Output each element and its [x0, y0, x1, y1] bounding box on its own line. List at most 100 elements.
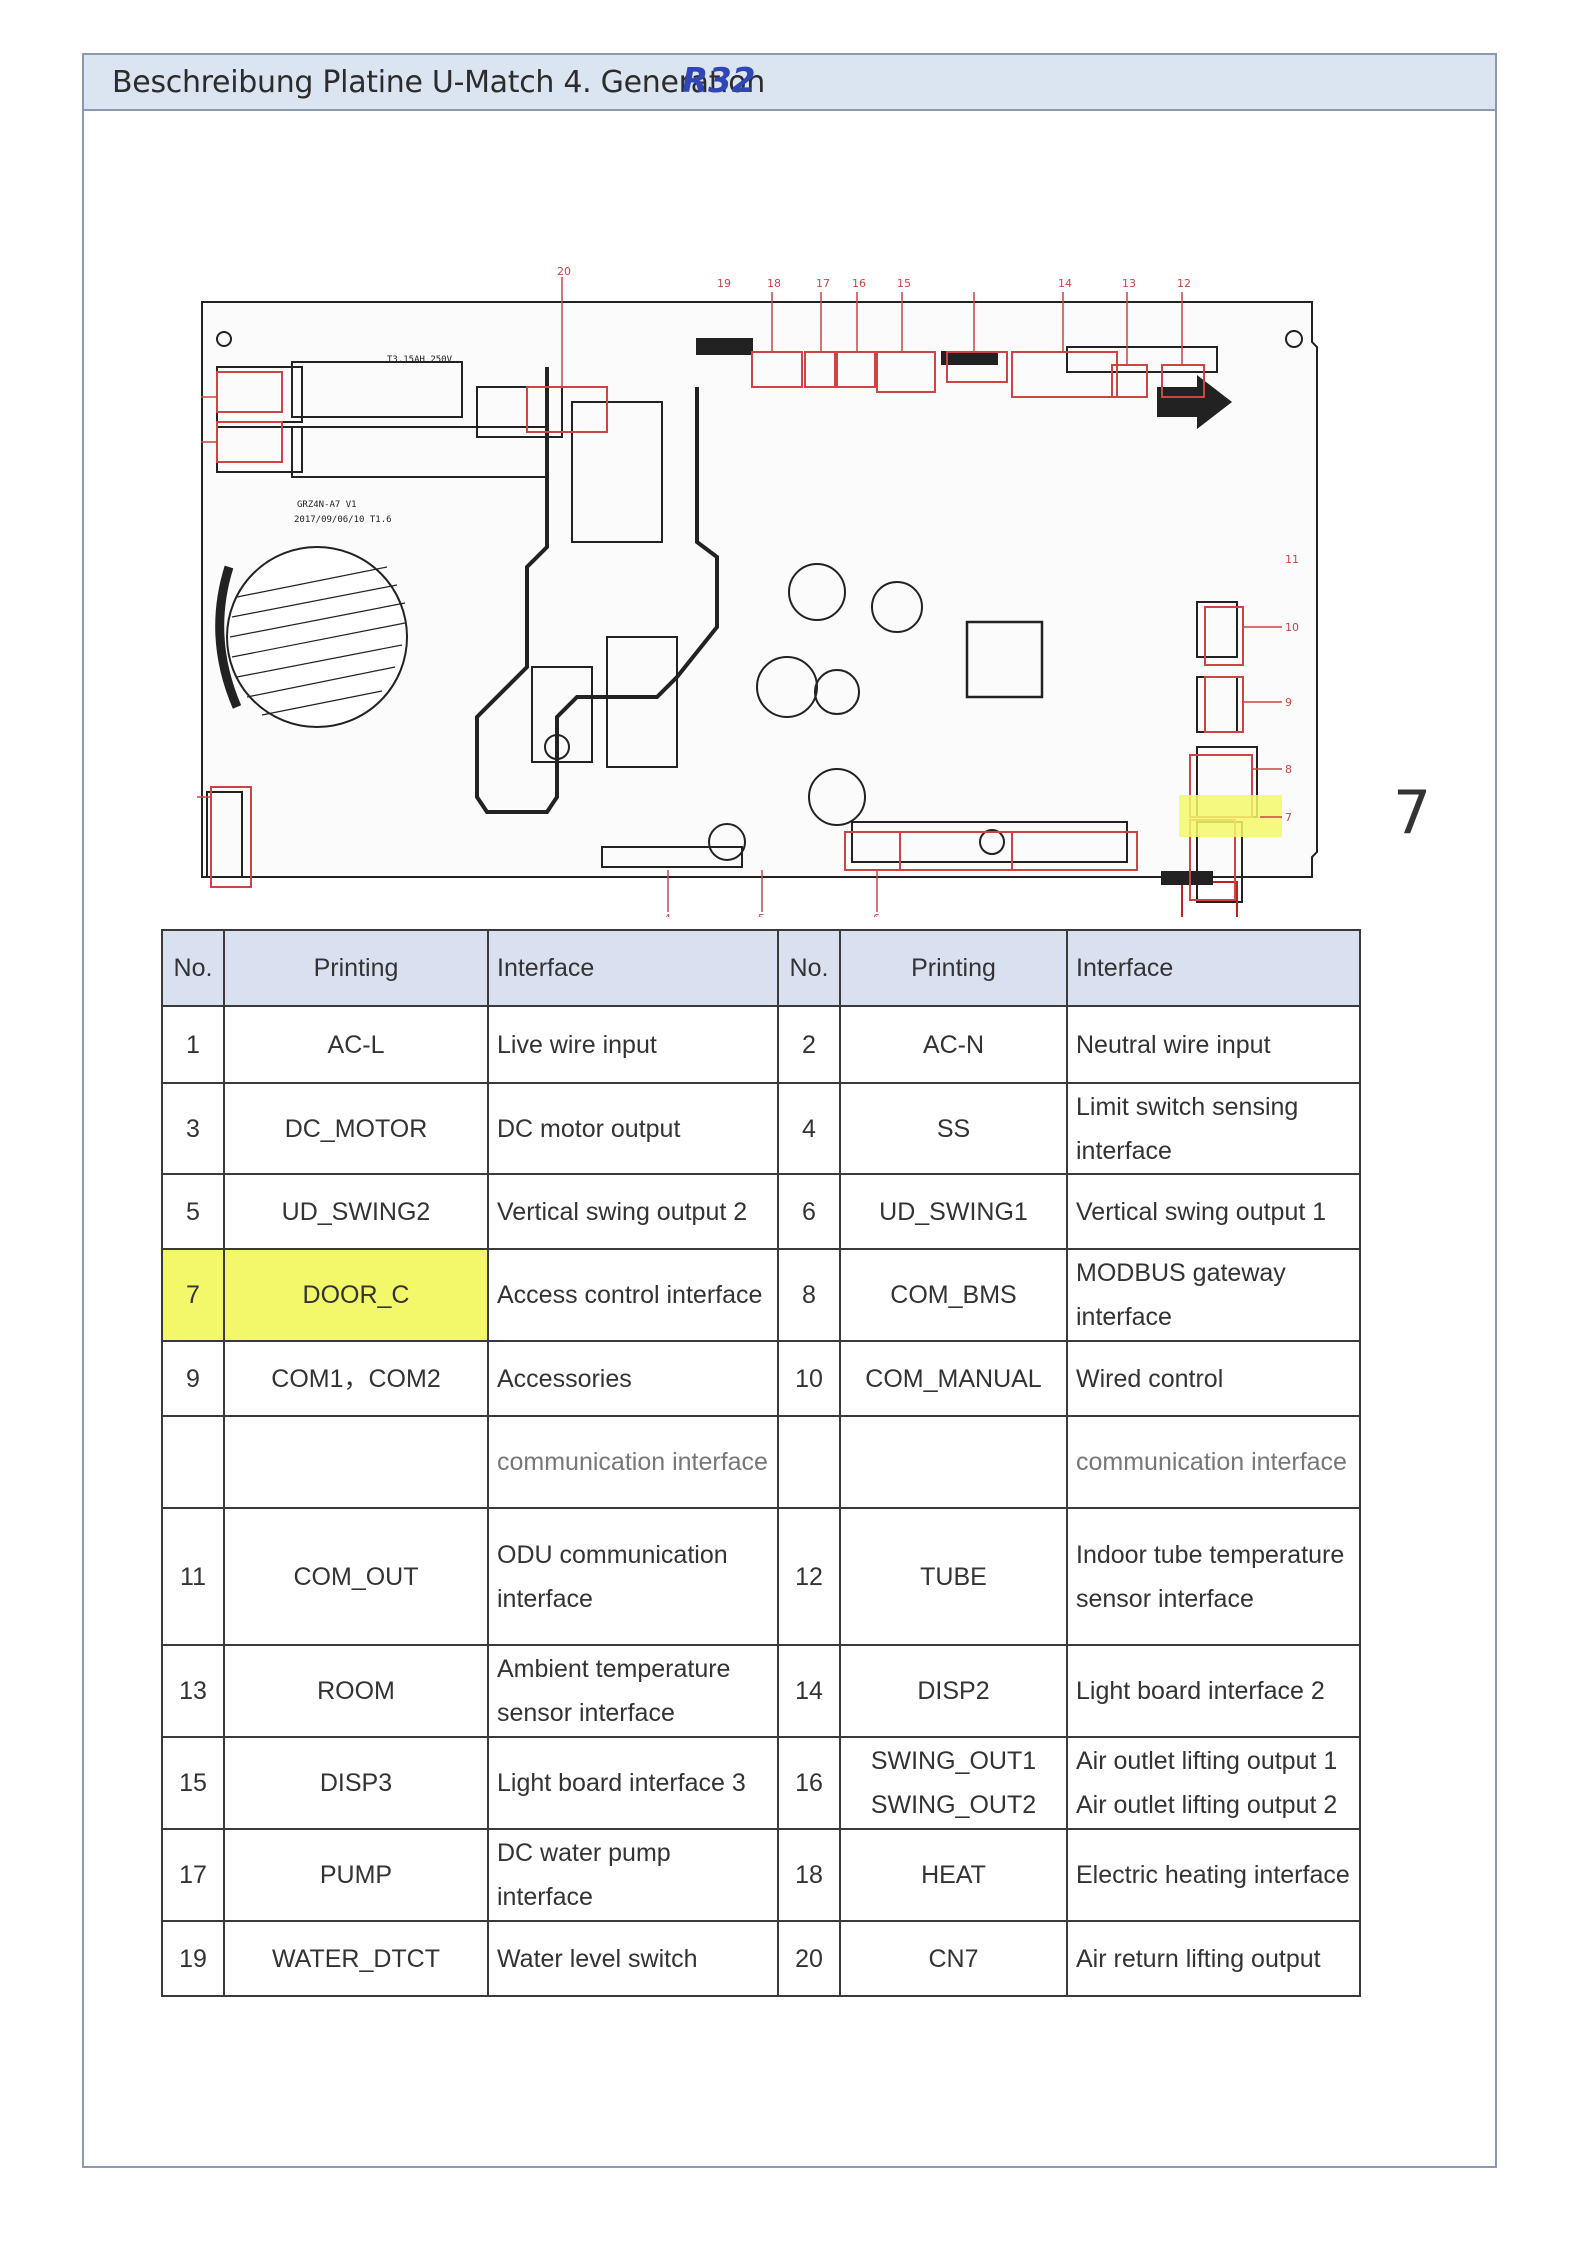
header-printing: Printing — [839, 929, 1068, 1007]
cell-printing: DISP3 — [223, 1736, 489, 1830]
cell-interface: Limit switch sensing interface — [1066, 1082, 1361, 1175]
header-interface: Interface — [1066, 929, 1361, 1007]
cell-printing: CN7 — [839, 1920, 1068, 1997]
header-no: No. — [777, 929, 841, 1007]
cell-no: 6 — [777, 1173, 841, 1250]
callout-4: 4 — [664, 912, 671, 917]
cell-no: 14 — [777, 1644, 841, 1738]
cell-interface: communication interface — [487, 1415, 779, 1509]
cell-no: 13 — [161, 1644, 225, 1738]
cell-interface: DC water pump interface — [487, 1828, 779, 1922]
cell-interface: Live wire input — [487, 1005, 779, 1084]
callout-7: 7 — [1285, 811, 1292, 824]
cell-printing: COM_MANUAL — [839, 1340, 1068, 1417]
cell-printing: DOOR_C — [223, 1248, 489, 1342]
cell-no: 7 — [161, 1248, 225, 1342]
callout-6: 6 — [873, 912, 880, 917]
cell-no: 9 — [161, 1340, 225, 1417]
cell-no: 8 — [777, 1248, 841, 1342]
cell-printing — [839, 1415, 1068, 1509]
cell-interface: Access control interface — [487, 1248, 779, 1342]
cell-no: 20 — [777, 1920, 841, 1997]
cell-no: 16 — [777, 1736, 841, 1830]
table-row: 7 DOOR_C Access control interface 8 COM_… — [161, 1248, 1361, 1342]
cell-no: 15 — [161, 1736, 225, 1830]
callout-12: 12 — [1177, 277, 1191, 290]
callout-16: 16 — [852, 277, 866, 290]
callout-20: 20 — [557, 267, 571, 278]
table-row: 17 PUMP DC water pump interface 18 HEAT … — [161, 1828, 1361, 1922]
callout-14: 14 — [1058, 277, 1072, 290]
cell-printing: COM_OUT — [223, 1507, 489, 1646]
callout-10: 10 — [1285, 621, 1299, 634]
pcb-board-diagram: T3.15AH 250V GRZ4N-A7 V1 2017/09/06/10 T… — [197, 267, 1318, 917]
door-c-highlight — [1179, 795, 1282, 837]
cell-interface: communication interface — [1066, 1415, 1361, 1509]
cell-interface: Water level switch — [487, 1920, 779, 1997]
cell-interface: Air return lifting output — [1066, 1920, 1361, 1997]
header-no: No. — [161, 929, 225, 1007]
cell-interface: MODBUS gateway interface — [1066, 1248, 1361, 1342]
cell-no — [161, 1415, 225, 1509]
table-row: 5 UD_SWING2 Vertical swing output 2 6 UD… — [161, 1173, 1361, 1250]
cell-no: 17 — [161, 1828, 225, 1922]
cell-no: 11 — [161, 1507, 225, 1646]
cell-interface: Neutral wire input — [1066, 1005, 1361, 1084]
handwritten-seven: 7 — [1393, 778, 1432, 848]
cell-printing: ROOM — [223, 1644, 489, 1738]
date-label: 2017/09/06/10 T1.6 — [294, 515, 392, 525]
cell-printing: DC_MOTOR — [223, 1082, 489, 1175]
table-row: 15 DISP3 Light board interface 3 16 SWIN… — [161, 1736, 1361, 1830]
callout-13: 13 — [1122, 277, 1136, 290]
handwritten-refrigerant-note: R32 — [682, 61, 756, 101]
cell-printing: HEAT — [839, 1828, 1068, 1922]
direction-arrow-icon — [1157, 375, 1232, 429]
table-row: 11 COM_OUT ODU communication interface 1… — [161, 1507, 1361, 1646]
cell-printing: WATER_DTCT — [223, 1920, 489, 1997]
cell-interface: Indoor tube temperature sensor interface — [1066, 1507, 1361, 1646]
callout-17: 17 — [816, 277, 830, 290]
cell-printing: SS — [839, 1082, 1068, 1175]
cell-interface: Light board interface 2 — [1066, 1644, 1361, 1738]
cell-no — [777, 1415, 841, 1509]
table-row: 19 WATER_DTCT Water level switch 20 CN7 … — [161, 1920, 1361, 1997]
model-label: GRZ4N-A7 V1 — [297, 500, 357, 510]
document-title: Beschreibung Platine U-Match 4. Generati… — [112, 65, 765, 100]
cell-printing: COM_BMS — [839, 1248, 1068, 1342]
cell-no: 10 — [777, 1340, 841, 1417]
cell-interface: Air outlet lifting output 1 Air outlet l… — [1066, 1736, 1361, 1830]
cell-no: 4 — [777, 1082, 841, 1175]
cell-no: 12 — [777, 1507, 841, 1646]
cell-interface: Light board interface 3 — [487, 1736, 779, 1830]
header-printing: Printing — [223, 929, 489, 1007]
page-frame: Beschreibung Platine U-Match 4. Generati… — [82, 53, 1497, 2168]
table-row: 3 DC_MOTOR DC motor output 4 SS Limit sw… — [161, 1082, 1361, 1175]
cell-no: 2 — [777, 1005, 841, 1084]
cell-printing: AC-L — [223, 1005, 489, 1084]
cell-printing: PUMP — [223, 1828, 489, 1922]
callout-8: 8 — [1285, 763, 1292, 776]
cell-interface: Wired control — [1066, 1340, 1361, 1417]
callout-15: 15 — [897, 277, 911, 290]
cell-interface: Vertical swing output 2 — [487, 1173, 779, 1250]
cell-printing: SWING_OUT1 SWING_OUT2 — [839, 1736, 1068, 1830]
cell-no: 3 — [161, 1082, 225, 1175]
table-header-row: No. Printing Interface No. Printing Inte… — [161, 929, 1361, 1007]
cell-no: 5 — [161, 1173, 225, 1250]
cell-printing: TUBE — [839, 1507, 1068, 1646]
cell-printing: UD_SWING1 — [839, 1173, 1068, 1250]
cell-printing: DISP2 — [839, 1644, 1068, 1738]
table-row: 13 ROOM Ambient temperature sensor inter… — [161, 1644, 1361, 1738]
cell-no: 1 — [161, 1005, 225, 1084]
table-row: 1 AC-L Live wire input 2 AC-N Neutral wi… — [161, 1005, 1361, 1084]
document-header: Beschreibung Platine U-Match 4. Generati… — [84, 55, 1495, 111]
cell-interface: DC motor output — [487, 1082, 779, 1175]
fuse-label: T3.15AH 250V — [387, 355, 453, 365]
callout-11: 11 — [1285, 553, 1299, 566]
cell-interface: ODU communication interface — [487, 1507, 779, 1646]
callout-18: 18 — [767, 277, 781, 290]
cell-printing: AC-N — [839, 1005, 1068, 1084]
cell-interface: Ambient temperature sensor interface — [487, 1644, 779, 1738]
interface-table: No. Printing Interface No. Printing Inte… — [161, 929, 1361, 1997]
cell-interface: Electric heating interface — [1066, 1828, 1361, 1922]
